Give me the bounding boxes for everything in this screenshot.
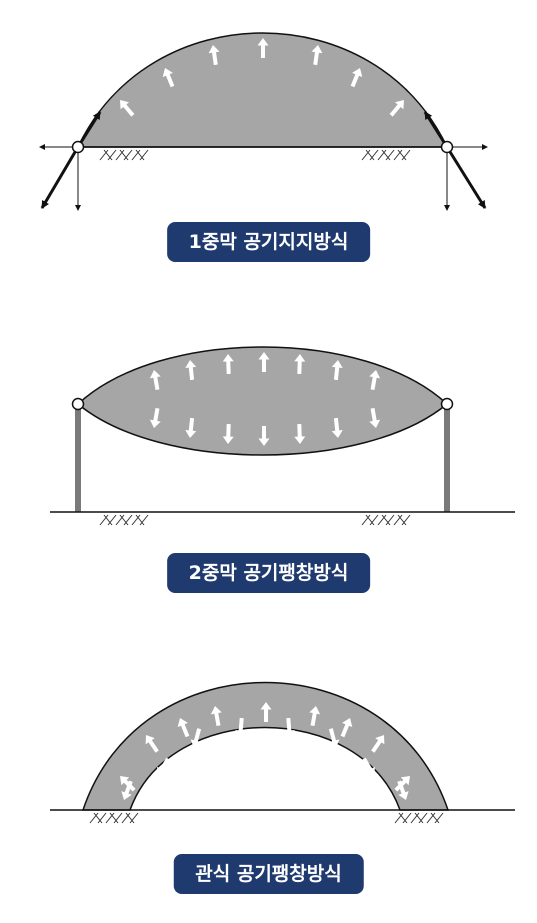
column-right: [444, 405, 450, 512]
ground-hatch-right: [394, 812, 444, 824]
hinge-node-right: [440, 140, 454, 154]
hinge-node-left: [71, 140, 85, 154]
ground-hatch-right: [361, 149, 411, 161]
hinge-node-left: [71, 397, 85, 411]
double-membrane-label: 2중막 공기팽창방식: [166, 553, 371, 593]
single-membrane-label: 1중막 공기지지방식: [166, 222, 371, 262]
ground-hatch-left: [89, 812, 139, 824]
tube-type-figure: [50, 681, 515, 824]
single-membrane-dome: [76, 32, 449, 148]
ground-hatch-left: [99, 149, 149, 161]
double-membrane-figure: [50, 346, 515, 526]
reaction-arrows-right: [423, 111, 488, 211]
hinge-node-right: [440, 397, 454, 411]
single-membrane-figure: [39, 32, 488, 211]
column-left: [75, 405, 81, 512]
tube-type-label: 관식 공기팽창방식: [173, 854, 364, 894]
ground-hatch-right: [361, 514, 411, 526]
tube-arch: [81, 681, 450, 811]
reaction-arrows-left: [39, 111, 102, 211]
ground-hatch-left: [99, 514, 149, 526]
